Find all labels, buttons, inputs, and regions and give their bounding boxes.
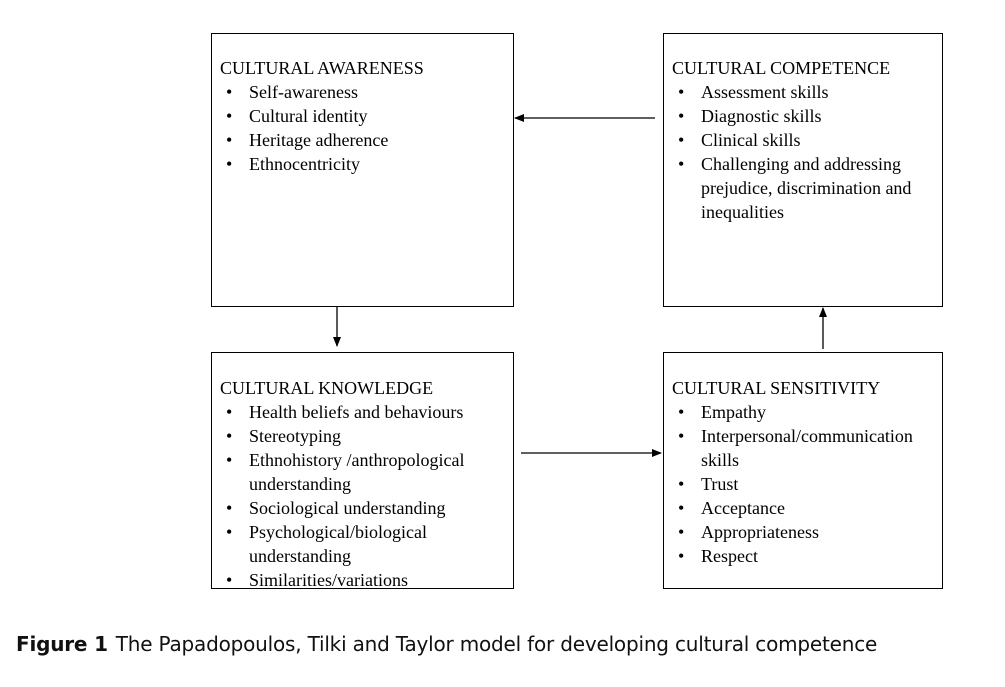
list-item: Assessment skills: [672, 80, 942, 104]
list-item: Interpersonal/communication skills: [672, 424, 942, 472]
cultural-sensitivity-box: CULTURAL SENSITIVITY Empathy Interperson…: [663, 352, 943, 589]
list-item: Ethnocentricity: [220, 152, 513, 176]
list-item: Challenging and addressing prejudice, di…: [672, 152, 942, 224]
list-item: Sociological understanding: [220, 496, 513, 520]
sensitivity-list: Empathy Interpersonal/communication skil…: [672, 400, 942, 568]
box-title: CULTURAL KNOWLEDGE: [220, 378, 434, 398]
figure-label: Figure 1: [16, 632, 108, 656]
list-item: Similarities/variations: [220, 568, 513, 592]
list-item: Appropriateness: [672, 520, 942, 544]
cultural-competence-box: CULTURAL COMPETENCE Assessment skills Di…: [663, 33, 943, 307]
figure-caption-text: The Papadopoulos, Tilki and Taylor model…: [115, 632, 878, 656]
box-title: CULTURAL COMPETENCE: [672, 58, 891, 78]
list-item: Stereotyping: [220, 424, 513, 448]
list-item: Heritage adherence: [220, 128, 513, 152]
box-title: CULTURAL AWARENESS: [220, 58, 424, 78]
knowledge-list: Health beliefs and behaviours Stereotypi…: [220, 400, 513, 592]
list-item: Trust: [672, 472, 942, 496]
list-item: Ethnohistory /anthropological understand…: [220, 448, 513, 496]
list-item: Empathy: [672, 400, 942, 424]
list-item: Psychological/biological understanding: [220, 520, 513, 568]
list-item: Clinical skills: [672, 128, 942, 152]
competence-list: Assessment skills Diagnostic skills Clin…: [672, 80, 942, 224]
list-item: Self-awareness: [220, 80, 513, 104]
box-title: CULTURAL SENSITIVITY: [672, 378, 881, 398]
list-item: Health beliefs and behaviours: [220, 400, 513, 424]
list-item: Acceptance: [672, 496, 942, 520]
cultural-knowledge-box: CULTURAL KNOWLEDGE Health beliefs and be…: [211, 352, 514, 592]
list-item: Respect: [672, 544, 942, 568]
list-item: Diagnostic skills: [672, 104, 942, 128]
figure-caption: Figure 1 The Papadopoulos, Tilki and Tayl…: [16, 632, 877, 656]
awareness-list: Self-awareness Cultural identity Heritag…: [220, 80, 513, 176]
list-item: Cultural identity: [220, 104, 513, 128]
cultural-awareness-box: CULTURAL AWARENESS Self-awareness Cultur…: [211, 33, 514, 307]
